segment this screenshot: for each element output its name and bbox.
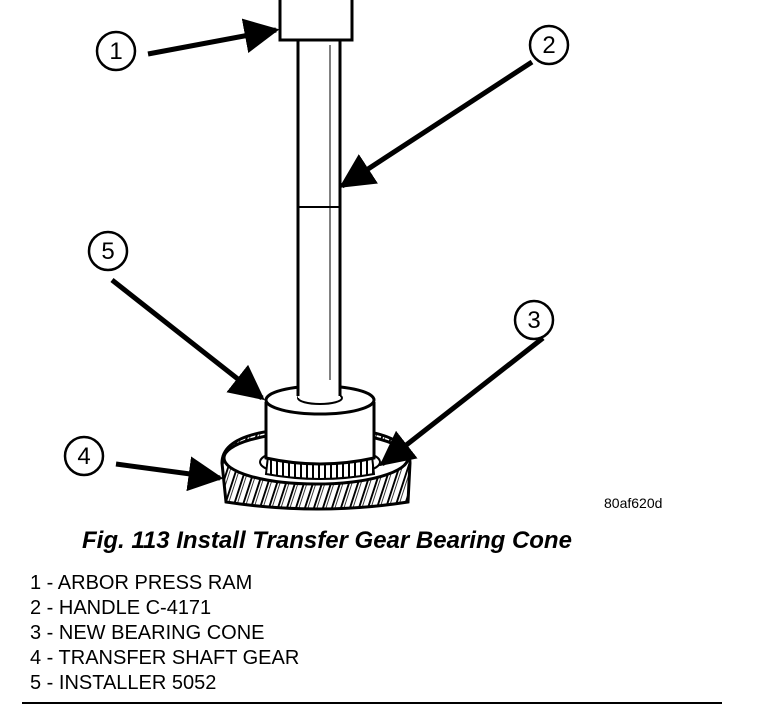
svg-text:2: 2 [542,32,555,59]
figure-code: 80af620d [604,495,663,511]
legend-item-4: 4 - TRANSFER SHAFT GEAR [30,647,300,669]
svg-text:4: 4 [77,443,90,470]
exploded-diagram: 1 2 5 3 4 [63,0,570,511]
legend-item-3: 3 - NEW BEARING CONE [30,622,265,644]
callout-2: 2 [339,24,570,189]
callout-1: 1 [95,18,280,72]
callout-5: 5 [87,230,265,401]
callout-1-arrow [147,18,280,57]
callout-3: 3 [379,299,555,467]
callout-3-arrow [379,336,545,467]
svg-text:5: 5 [101,238,114,265]
legend-list: 1 - ARBOR PRESS RAM 2 - HANDLE C-4171 3 … [30,571,299,696]
legend-item-2: 2 - HANDLE C-4171 [30,597,212,619]
svg-text:1: 1 [109,38,122,65]
callout-4: 4 [63,435,224,492]
installer [264,380,376,466]
arbor-press-ram [278,0,354,42]
handle [296,38,342,397]
svg-text:3: 3 [527,307,540,334]
bottom-divider [22,702,722,704]
callout-5-arrow [110,278,265,401]
legend-item-5: 5 - INSTALLER 5052 [30,672,217,694]
figure-caption: Fig. 113 Install Transfer Gear Bearing C… [82,527,572,554]
legend-item-1: 1 - ARBOR PRESS RAM [30,572,253,594]
callout-2-arrow [339,59,534,189]
callout-4-arrow [115,456,224,492]
